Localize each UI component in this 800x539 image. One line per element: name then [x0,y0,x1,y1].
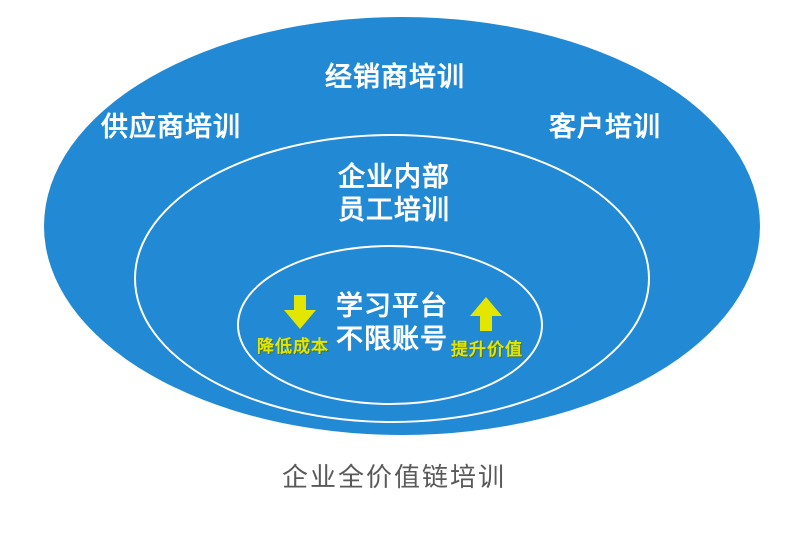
label-increase-value: 提升价值 [451,340,523,359]
arrow-down-icon [284,295,316,329]
label-dealer-training: 经销商培训 [325,62,465,92]
arrow-up-icon [470,297,502,331]
label-supplier-training: 供应商培训 [101,112,241,142]
label-reduce-cost: 降低成本 [257,337,329,356]
label-learning-platform: 学习平台 不限账号 [336,290,448,356]
label-platform-line1: 学习平台 [336,291,448,321]
label-customer-training: 客户培训 [549,112,661,142]
label-internal-line1: 企业内部 [338,162,450,192]
label-internal-employee-training: 企业内部 员工培训 [338,161,450,227]
middle-ellipse [134,134,650,423]
arrow-up-shape [470,297,502,331]
label-platform-line2: 不限账号 [336,324,448,354]
diagram-caption: 企业全价值链培训 [281,462,507,492]
arrow-down-shape [284,295,316,329]
label-internal-line2: 员工培训 [338,195,450,225]
inner-ellipse [237,245,543,405]
